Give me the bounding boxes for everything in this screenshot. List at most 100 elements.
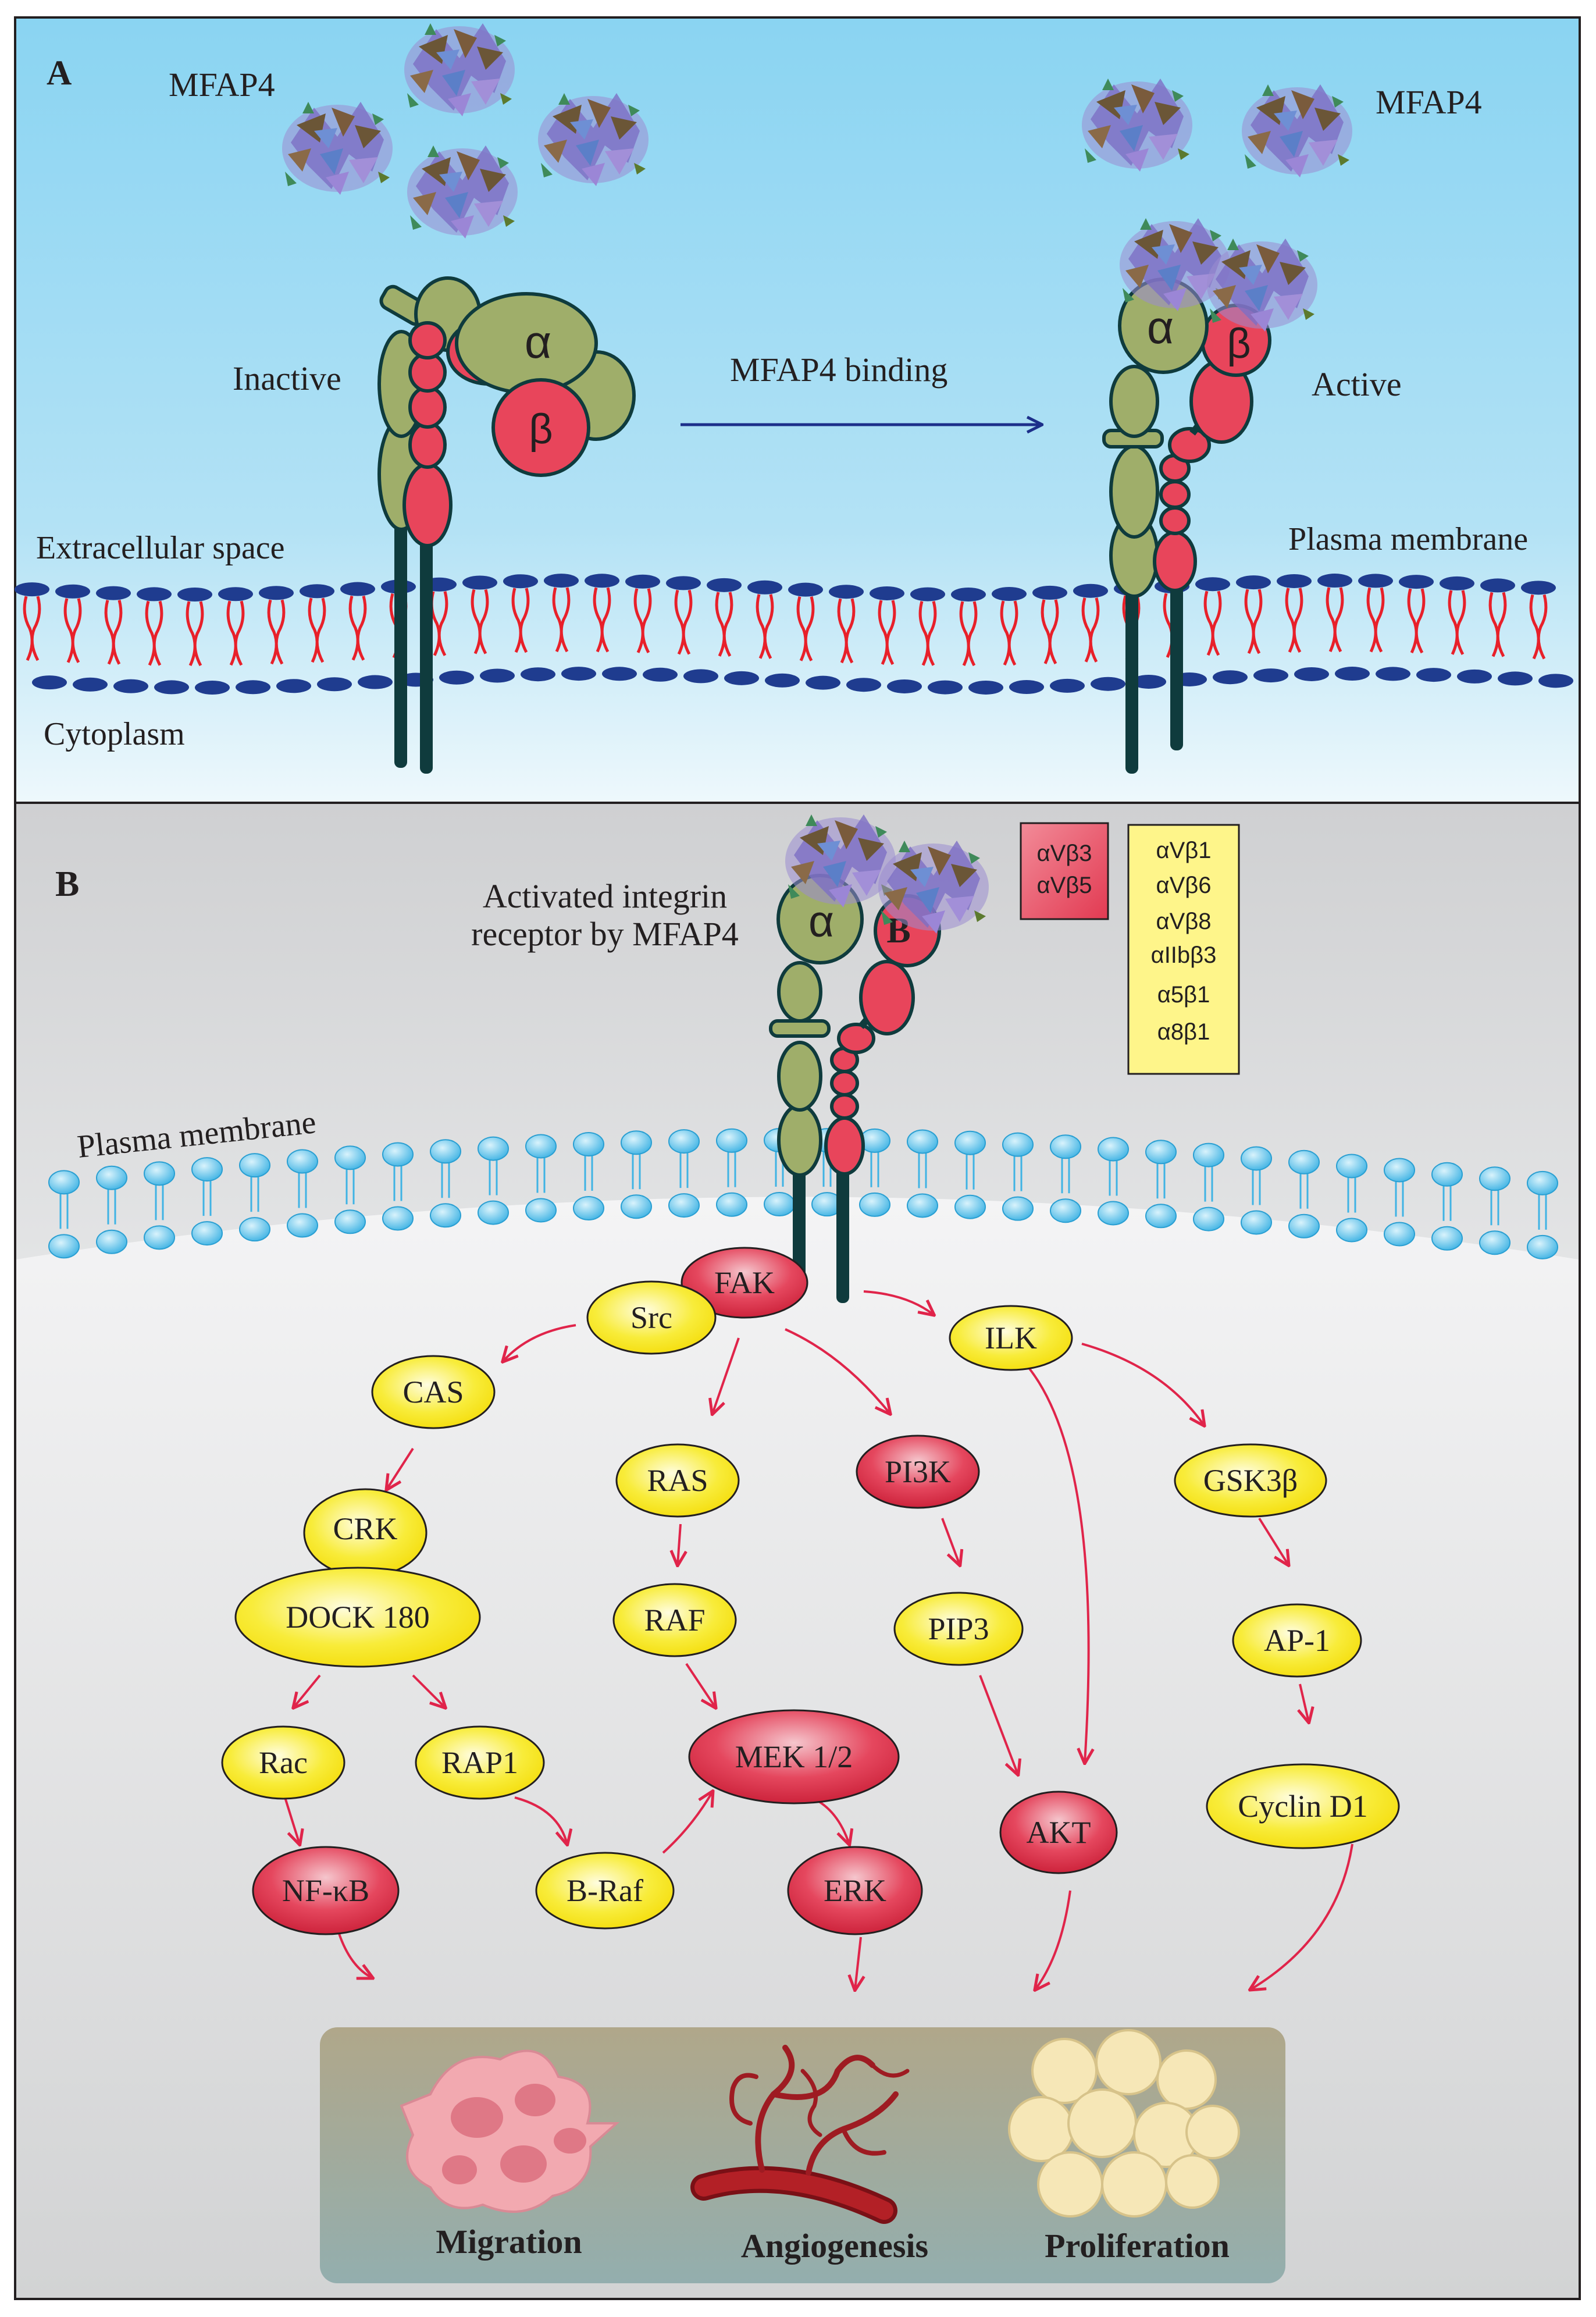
proliferation-label: Proliferation — [1045, 2227, 1230, 2265]
lipid-head — [716, 1128, 747, 1153]
lipid-head — [544, 574, 579, 588]
lipid-head — [643, 667, 678, 682]
lipid-head — [1193, 1206, 1224, 1232]
node-ras-label: RAS — [647, 1463, 708, 1498]
lipid-head — [334, 1145, 366, 1170]
lipid-head — [910, 587, 945, 602]
lipid-tail — [1109, 1161, 1118, 1196]
lipid-head — [806, 675, 840, 690]
lipid-tail — [186, 601, 204, 667]
node-src-label: Src — [630, 1300, 672, 1335]
lipid-tail — [536, 1158, 546, 1193]
lipid-tail — [1538, 1194, 1547, 1230]
lipid-tail — [796, 596, 815, 661]
lipid-head — [15, 582, 49, 597]
lipid-head — [666, 576, 701, 590]
lipid-head — [340, 582, 375, 596]
mfap4-binding-label: MFAP4 binding — [730, 351, 947, 389]
lipid-tail — [1407, 588, 1426, 654]
lipid-head — [113, 679, 148, 693]
lipid-head — [32, 675, 67, 690]
lipid-tail — [489, 1160, 498, 1195]
lipid-head — [951, 587, 986, 602]
lipid-head — [928, 680, 963, 695]
lipid-head — [1241, 1210, 1272, 1235]
lipid-head — [48, 1234, 80, 1259]
lipid-head — [480, 668, 515, 683]
integrin-a5b1: α5β1 — [1157, 982, 1210, 1008]
node-braf-label: B-Raf — [567, 1873, 643, 1908]
lipid-head — [788, 582, 823, 597]
lipid-head — [503, 574, 538, 589]
lipid-head — [1213, 670, 1248, 685]
lipid-tail — [632, 1154, 641, 1190]
lipid-head — [870, 586, 904, 600]
lipid-tail — [1488, 592, 1507, 657]
lipid-head — [525, 1134, 557, 1159]
lipid-tail — [107, 1189, 116, 1225]
lipid-head — [1480, 578, 1515, 593]
lipid-head — [1440, 576, 1474, 590]
plasma-membrane-label: Plasma membrane — [1288, 521, 1528, 557]
lipid-head — [621, 1130, 652, 1155]
node-ras: RAS — [615, 1443, 740, 1518]
lipid-head — [829, 585, 864, 599]
beta-subunit-label: β — [1227, 321, 1251, 367]
lipid-head — [1498, 671, 1533, 686]
lipid-head — [1527, 1234, 1558, 1259]
lipid-tail — [756, 594, 774, 659]
alpha-subunit-label: α — [525, 316, 551, 368]
lipid-head — [439, 670, 474, 685]
lipid-head — [430, 1203, 461, 1228]
node-pip3-label: PIP3 — [928, 1611, 989, 1646]
mfap4-label-right: MFAP4 — [1376, 83, 1482, 121]
lipid-head — [239, 1217, 270, 1242]
red-integrin-box: αVβ3 αVβ5 — [1020, 822, 1109, 920]
node-dock180-label: DOCK 180 — [286, 1600, 430, 1635]
lipid-bilayer-b — [48, 1128, 1558, 1259]
lipid-head — [236, 680, 270, 695]
lipid-tail — [878, 600, 896, 665]
lipid-tail — [308, 597, 326, 663]
integrin-aiibb3: αIIbβ3 — [1151, 942, 1217, 968]
lipid-head — [317, 677, 352, 692]
extracellular-space-label: Extracellular space — [36, 530, 285, 566]
lipid-head — [1399, 575, 1434, 589]
node-pi3k: PI3K — [856, 1435, 980, 1509]
lipid-head — [96, 1165, 127, 1190]
lipid-head — [1384, 1158, 1415, 1183]
node-cas-label: CAS — [402, 1375, 464, 1410]
activated-integrin-b: α B — [769, 814, 989, 1303]
lipid-tail — [674, 589, 693, 655]
lipid-head — [1050, 678, 1085, 693]
lipid-bilayer — [15, 574, 1573, 695]
lipid-head — [1358, 574, 1393, 588]
lipid-tail — [393, 1166, 402, 1201]
panel-b: B Activated integrin receptor by MFAP4 P… — [14, 802, 1581, 2300]
integrin-avb6: αVβ6 — [1156, 873, 1211, 898]
lipid-head — [259, 586, 294, 600]
activated-integrin-label-line1: Activated integrin — [483, 877, 727, 915]
lipid-tail — [1203, 590, 1222, 656]
lipid-head — [1431, 1162, 1463, 1187]
angiogenesis-icon — [690, 2045, 910, 2224]
lipid-head — [218, 587, 253, 602]
lipid-head — [907, 1193, 938, 1218]
lipid-head — [887, 679, 922, 693]
lipid-head — [154, 680, 189, 695]
lipid-head — [96, 1229, 127, 1254]
lipid-head — [1336, 1218, 1367, 1243]
lipid-head — [430, 1139, 461, 1164]
lipid-head — [1527, 1170, 1558, 1195]
lipid-head — [177, 587, 212, 602]
lipid-head — [1538, 674, 1573, 688]
lipid-tail — [1061, 1158, 1070, 1194]
lipid-head — [1091, 677, 1125, 691]
lipid-head — [1336, 1154, 1367, 1179]
lipid-head — [521, 667, 555, 682]
lipid-head — [195, 680, 230, 695]
lipid-head — [561, 667, 596, 681]
integrin-a8b1: α8β1 — [1157, 1019, 1210, 1045]
lipid-head — [954, 1130, 986, 1155]
lipid-tail — [1244, 589, 1263, 654]
